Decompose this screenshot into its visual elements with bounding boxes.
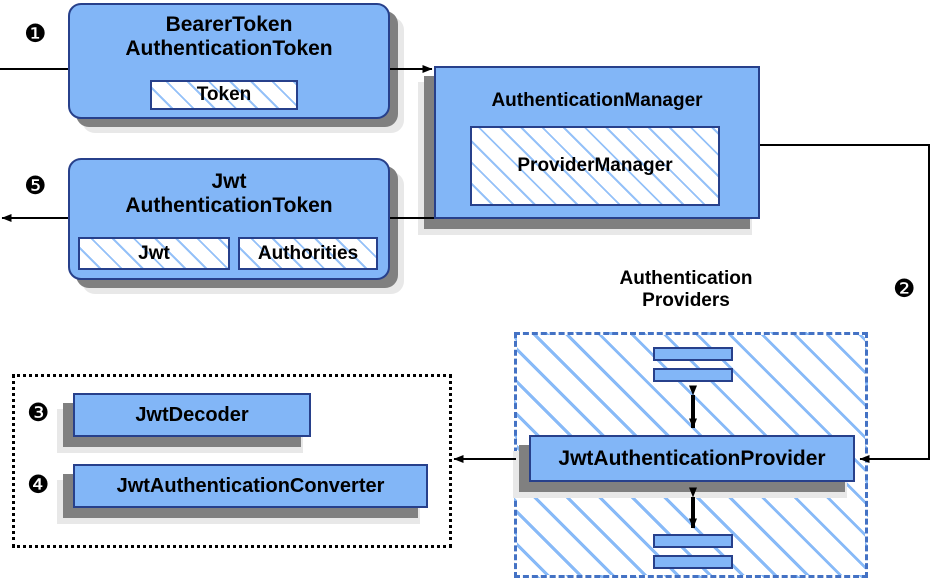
authorities-subbox-label: Authorities — [257, 242, 359, 264]
other-provider-bar-bottom-1 — [653, 534, 733, 548]
step-marker-5: ❺ — [24, 171, 47, 200]
jwt-token-label: Jwt AuthenticationToken — [125, 170, 332, 217]
other-provider-bar-top-1 — [653, 347, 733, 361]
authentication-providers-label: Authentication Providers — [586, 268, 786, 312]
jwt-authentication-provider-node[interactable]: JwtAuthenticationProvider — [529, 435, 855, 482]
authentication-providers-label-line1: Authentication — [619, 268, 753, 289]
jwt-subbox-label: Jwt — [138, 242, 170, 264]
provider-manager-subbox[interactable]: ProviderManager — [470, 126, 720, 206]
other-provider-bar-bottom-2 — [653, 555, 733, 569]
jwt-token-label-line2: AuthenticationToken — [125, 193, 333, 217]
token-subbox-label: Token — [196, 84, 252, 105]
step-marker-2: ❷ — [893, 274, 916, 303]
step-marker-1: ❶ — [24, 19, 47, 48]
jwt-authentication-converter-label: JwtAuthenticationConverter — [116, 474, 385, 497]
jwt-token-label-line1: Jwt — [211, 170, 247, 193]
jwt-authentication-converter-node[interactable]: JwtAuthenticationConverter — [73, 464, 428, 508]
bearer-token-label-line2: AuthenticationToken — [125, 36, 333, 60]
jwt-decoder-node[interactable]: JwtDecoder — [73, 393, 311, 437]
bearer-token-label-line1: BearerToken — [165, 13, 293, 36]
provider-manager-label: ProviderManager — [517, 155, 673, 176]
other-provider-bar-top-2 — [653, 368, 733, 382]
step-marker-3: ❸ — [27, 398, 50, 427]
jwt-authentication-provider-label: JwtAuthenticationProvider — [558, 446, 826, 470]
token-subbox[interactable]: Token — [150, 80, 298, 110]
authorities-subbox[interactable]: Authorities — [238, 237, 378, 270]
jwt-decoder-label: JwtDecoder — [135, 403, 249, 426]
step-marker-4: ❹ — [27, 470, 50, 499]
bearer-token-label: BearerToken AuthenticationToken — [125, 13, 332, 60]
jwt-support-beans-region — [12, 374, 452, 548]
authentication-providers-label-line2: Providers — [642, 289, 730, 311]
jwt-subbox[interactable]: Jwt — [78, 237, 230, 270]
authentication-manager-label: AuthenticationManager — [491, 90, 703, 111]
